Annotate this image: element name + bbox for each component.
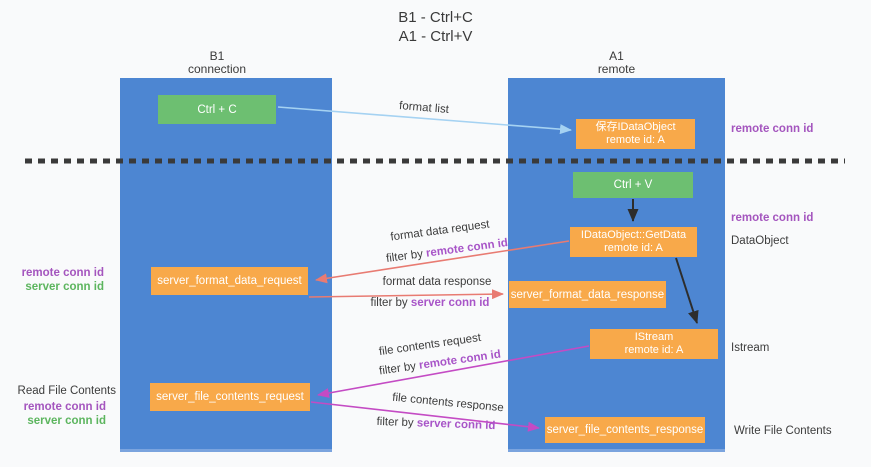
- left-conn-id-group-1: remote conn id server conn id: [0, 266, 104, 294]
- lifeline-header-a1: A1 remote: [508, 50, 725, 76]
- lifeline-b1-subtitle: connection: [187, 62, 247, 76]
- server-file-contents-response-label: server_file_contents_response: [546, 424, 704, 436]
- filter-key-remote-conn-id-1: remote conn id: [425, 237, 509, 260]
- ctrl-c-label: Ctrl + C: [197, 103, 237, 116]
- idataobject-getdata-box: IDataObject::GetData remote id: A: [570, 227, 697, 257]
- istream-line2: remote id: A: [624, 344, 684, 356]
- filter-by-text-1: filter by: [385, 247, 427, 265]
- filter-key-server-conn-id-2: server conn id: [416, 417, 496, 433]
- server-format-data-response-label: server_format_data_response: [510, 288, 665, 301]
- right-remote-conn-id-top-label: remote conn id: [731, 123, 814, 135]
- ctrl-c-box: Ctrl + C: [158, 95, 276, 124]
- format-data-response-label: format data response: [382, 276, 492, 288]
- left-conn-id-group-2: remote conn id server conn id: [0, 400, 106, 428]
- getdata-line2: remote id: A: [604, 242, 663, 254]
- filter-by-text-4: filter by: [376, 415, 418, 430]
- save-idataobject-line1: 保存IDataObject: [595, 121, 676, 133]
- filter-key-remote-conn-id-2: remote conn id: [418, 348, 502, 372]
- write-file-contents-label: Write File Contents: [734, 425, 832, 437]
- format-list-label: format list: [398, 100, 450, 116]
- server-file-contents-response-box: server_file_contents_response: [545, 417, 705, 443]
- title-line-1: B1 - Ctrl+C: [398, 9, 473, 26]
- diagram-title: B1 - Ctrl+C A1 - Ctrl+V: [0, 8, 871, 46]
- ctrl-v-box: Ctrl + V: [573, 172, 693, 198]
- left-server-conn-id-1-label: server conn id: [25, 281, 104, 293]
- filter-key-server-conn-id-1: server conn id: [410, 297, 490, 309]
- save-idataobject-box: 保存IDataObject remote id: A: [576, 119, 695, 149]
- file-contents-response-label: file contents response: [391, 391, 505, 415]
- istream-box: IStream remote id: A: [590, 329, 718, 359]
- filter-by-text-2: filter by: [370, 297, 411, 309]
- server-format-data-request-label: server_format_data_request: [157, 275, 302, 287]
- getdata-line1: IDataObject::GetData: [580, 229, 687, 241]
- left-remote-conn-id-1-label: remote conn id: [21, 267, 104, 279]
- format-data-response-filter-label: filter by server conn id: [371, 297, 490, 309]
- format-data-request-label: format data request: [389, 218, 491, 244]
- filter-by-text-3: filter by: [378, 359, 420, 378]
- ctrl-v-label: Ctrl + V: [613, 179, 653, 191]
- server-file-contents-request-box: server_file_contents_request: [150, 383, 310, 411]
- server-format-data-response-box: server_format_data_response: [509, 281, 666, 308]
- lifeline-a1-subtitle: remote: [597, 62, 636, 76]
- lifeline-header-b1: B1 connection: [111, 50, 323, 76]
- right-remote-conn-id-mid-label: remote conn id: [731, 212, 814, 224]
- left-remote-conn-id-2-label: remote conn id: [23, 401, 106, 413]
- left-server-conn-id-2-label: server conn id: [27, 415, 106, 427]
- istream-line1: IStream: [634, 331, 674, 343]
- read-file-contents-label: Read File Contents: [17, 385, 116, 397]
- title-line-2: A1 - Ctrl+V: [398, 28, 473, 45]
- save-idataobject-line2: remote id: A: [606, 134, 665, 146]
- istream-side-label: Istream: [731, 342, 770, 354]
- lifeline-b1-title: B1: [209, 49, 225, 63]
- server-format-data-request-box: server_format_data_request: [151, 267, 308, 295]
- server-file-contents-request-label: server_file_contents_request: [156, 391, 304, 403]
- dataobject-label: DataObject: [731, 235, 789, 247]
- file-contents-response-filter-label: filter by server conn id: [376, 416, 495, 432]
- lifeline-a1-title: A1: [609, 49, 624, 63]
